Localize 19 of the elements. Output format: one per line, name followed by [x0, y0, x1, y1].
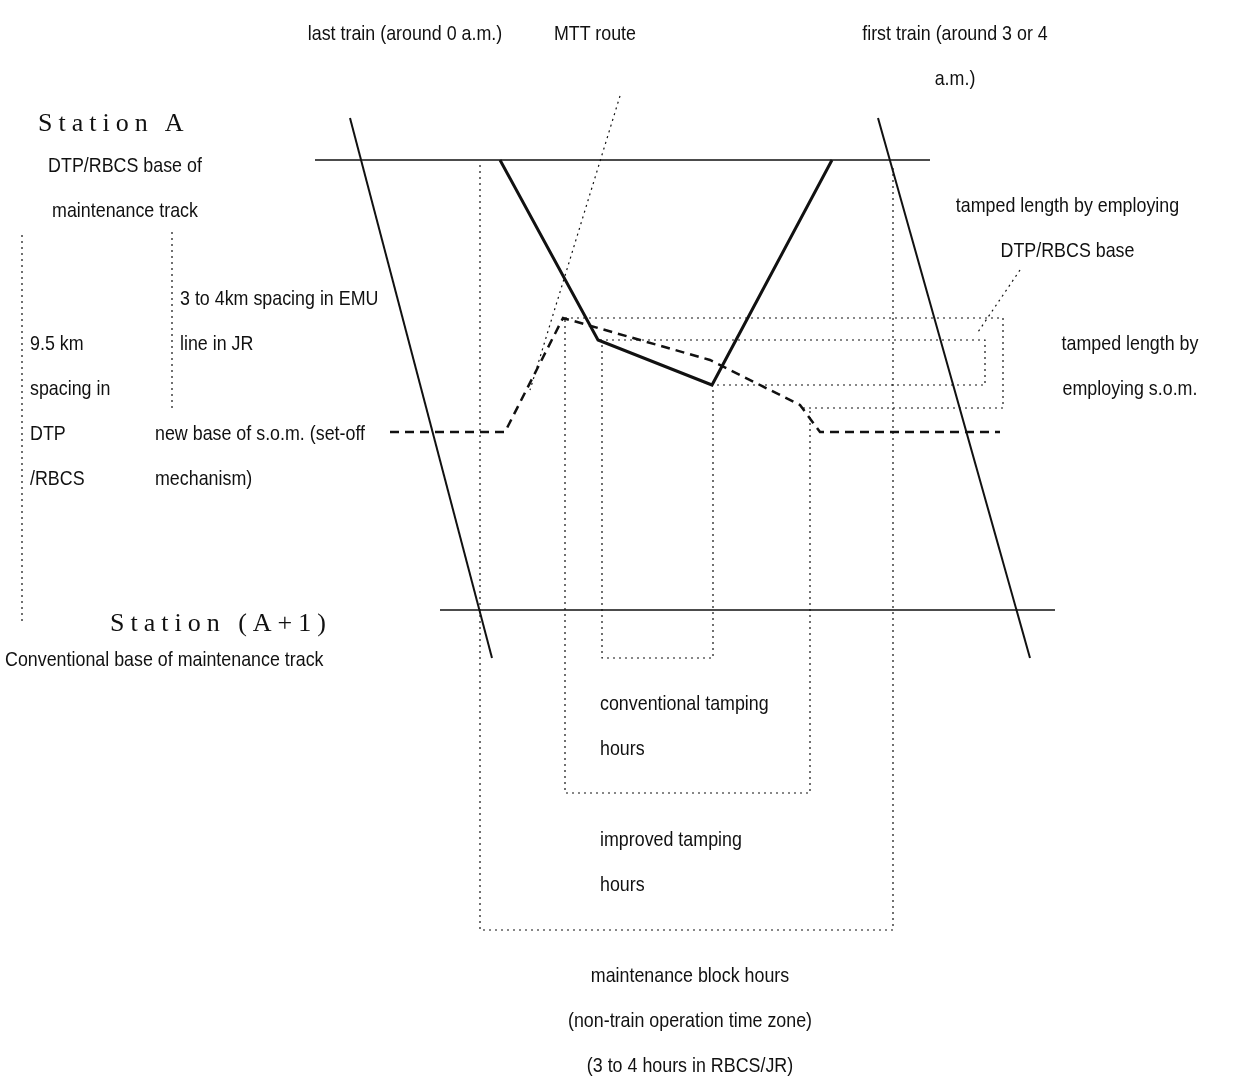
hours-label: (3 to 4 hours in RBCS/JR): [585, 1052, 795, 1078]
hours-label: maintenance block hours: [589, 962, 791, 988]
station-label: Station A: [38, 107, 190, 139]
tamped-length-label: tamped length by employing s.o.m.: [1060, 330, 1200, 401]
base-label: Conventional base of maintenance track: [5, 646, 325, 672]
callout-text: tamped length by employing DTP/RBCS base: [920, 182, 1215, 272]
base-label: DTP/RBCS base of maintenance track: [47, 152, 203, 223]
base-label: new base of s.o.m. (set-off mechanism): [155, 420, 366, 491]
hours-label: improved tamping hours: [600, 826, 743, 897]
hours-label: conventional tamping hours: [600, 690, 770, 761]
train-label: last train (around 0 a.m.): [307, 20, 503, 46]
leader-line: [977, 269, 1021, 333]
hours-label: (non-train operation time zone): [566, 1007, 814, 1033]
spacing-label: 3 to 4km spacing in EMU line in JR: [180, 285, 380, 356]
station-label: Station (A+1): [110, 607, 332, 639]
spacing-label: 9.5 km spacing in DTP /RBCS: [30, 330, 112, 491]
train-label: first train (around 3 or 4 a.m.): [861, 20, 1049, 91]
leader-line: [529, 95, 621, 391]
callout-text: MTT route: [552, 10, 638, 55]
